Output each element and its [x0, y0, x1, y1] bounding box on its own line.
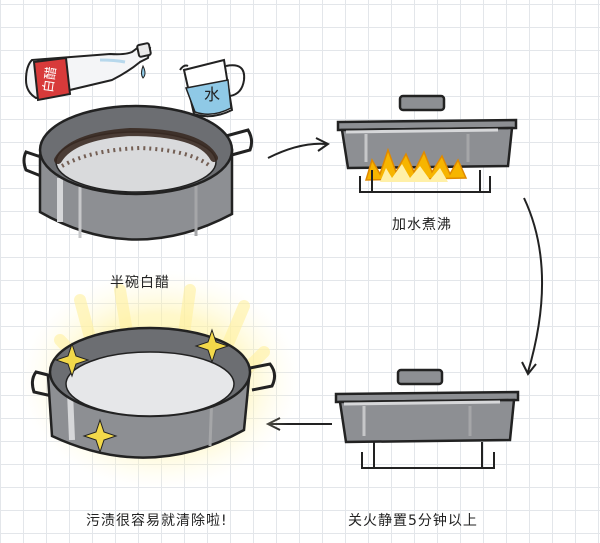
- cup-label: 水: [204, 85, 220, 104]
- step1-caption: 半碗白醋: [110, 275, 170, 291]
- step3-caption: 关火静置5分钟以上: [348, 513, 478, 529]
- arrow-icon: [521, 197, 543, 376]
- water-cup-icon: 水: [179, 58, 246, 118]
- step2-caption: 加水煮沸: [392, 217, 452, 233]
- vinegar-bottle-icon: 白醋: [24, 42, 152, 102]
- sparkle-icon: [82, 418, 118, 454]
- sparkle-icon: [194, 328, 230, 364]
- step4-caption: 污渍很容易就清除啦!: [86, 513, 228, 529]
- boiling-pot: [336, 94, 518, 193]
- resting-pot: [334, 368, 520, 469]
- arrow-icon: [267, 137, 330, 159]
- bottle-label: 白醋: [40, 66, 59, 94]
- stained-pot: [22, 104, 254, 241]
- sparkle-icon: [54, 342, 90, 378]
- clean-pot: [20, 270, 300, 490]
